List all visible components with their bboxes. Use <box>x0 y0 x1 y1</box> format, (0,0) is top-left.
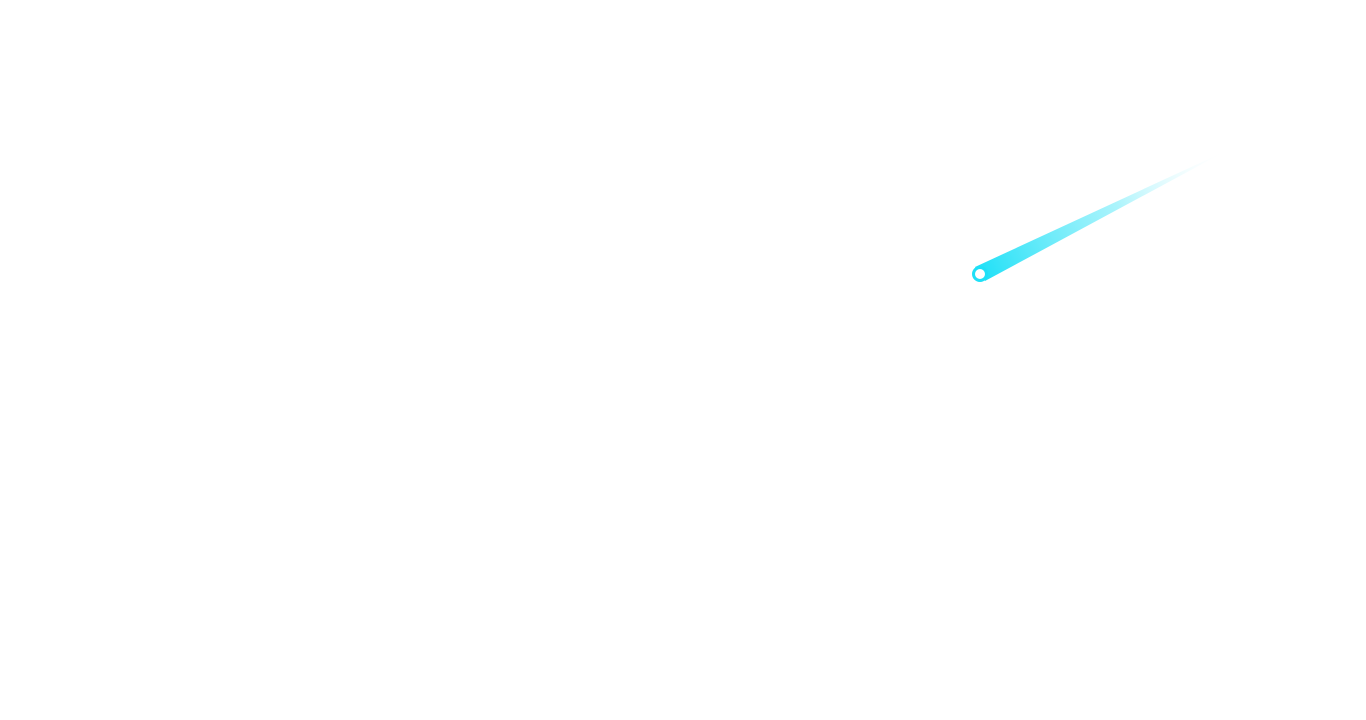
meteor-head <box>972 266 988 282</box>
meteor-tail <box>975 150 1228 281</box>
meteor-icon <box>972 150 1228 282</box>
